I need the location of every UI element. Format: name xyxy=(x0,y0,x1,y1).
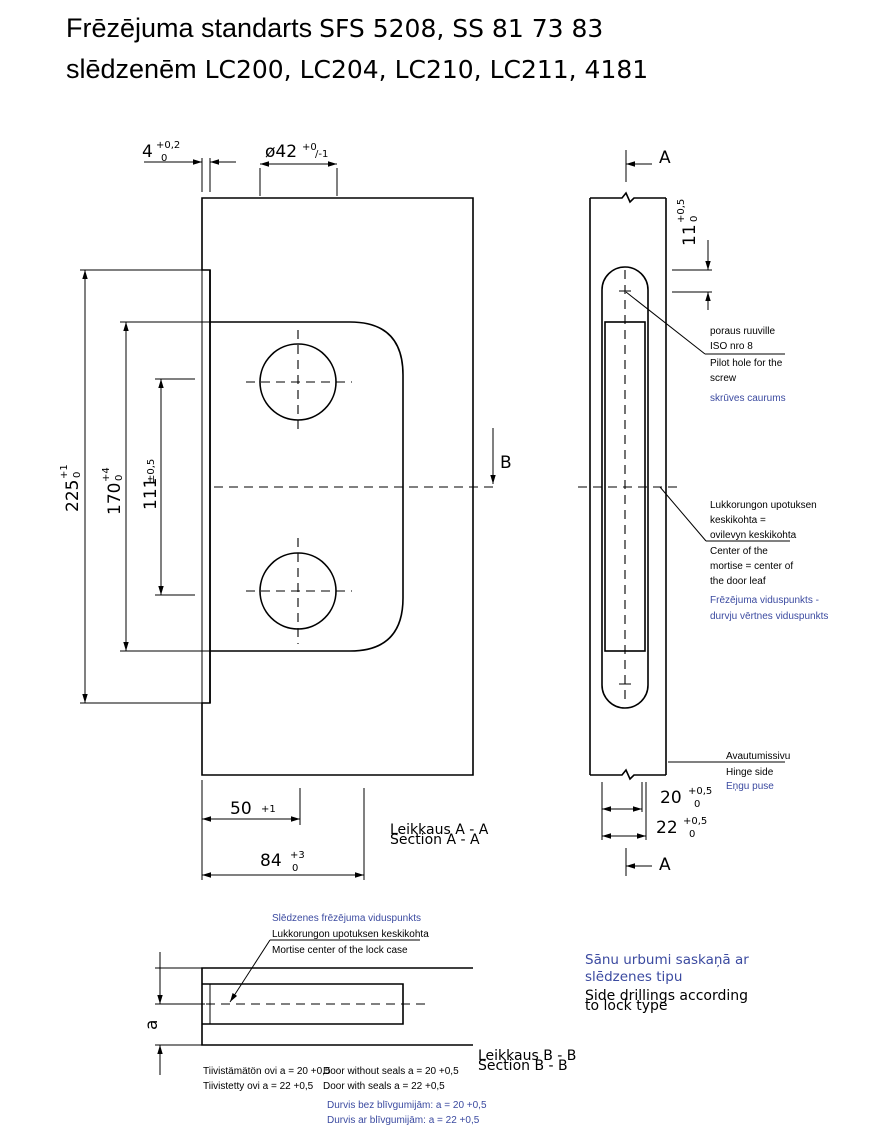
dim-50: 50 xyxy=(230,799,252,819)
dim-42-tol-low: /-1 xyxy=(315,149,328,160)
dim-11: 11 +0,5 0 xyxy=(676,199,700,246)
dim-42-tol-up: +0 xyxy=(302,142,317,153)
drillings-lv-1: Sānu urbumi saskaņā ar xyxy=(585,952,749,968)
dim-4-tol-up: +0,2 xyxy=(156,140,180,151)
center-note-2: keskikohta = xyxy=(710,515,766,526)
drillings-lv-2: slēdzenes tipu xyxy=(585,969,682,985)
drillings-en-2: to lock type xyxy=(585,998,668,1014)
pilot-note-1: poraus ruuville xyxy=(710,326,775,337)
door-profile xyxy=(201,967,473,1046)
svg-text:11: 11 xyxy=(680,224,700,246)
bb-note-fi: Lukkorungon upotuksen keskikohta xyxy=(272,929,429,940)
side-view: A A 11 +0,5 0 poraus ruuville ISO nro 8 … xyxy=(578,148,828,876)
hinge-note-1: Avautumissivu xyxy=(726,751,790,762)
dim-42: ø42 xyxy=(265,142,297,162)
pilot-note-3: Pilot hole for the xyxy=(710,358,783,369)
center-note-4: Center of the xyxy=(710,546,768,557)
svg-text:a: a xyxy=(142,1020,162,1030)
section-marker-a-top: A xyxy=(659,148,671,168)
drillings-en-1: Side drillings according xyxy=(585,988,748,1004)
section-marker-a-bottom: A xyxy=(659,855,671,875)
dim-4-tol-low: 0 xyxy=(161,153,167,164)
seal-en-1: Door without seals a = 20 +0,5 xyxy=(323,1066,459,1077)
section-aa-fi: Leikkaus A - A xyxy=(390,822,489,838)
section-bb-en: Section B - B xyxy=(478,1058,568,1074)
pilot-note-lv: skrūves caurums xyxy=(710,393,786,404)
section-aa-en: Section A - A xyxy=(390,832,480,848)
pilot-note-4: screw xyxy=(710,373,737,384)
svg-text:111: 111 xyxy=(141,478,161,510)
dim-111: 111 ±0,5 xyxy=(141,459,161,510)
svg-text:0: 0 xyxy=(72,472,83,478)
dim-20-tol-low: 0 xyxy=(694,799,700,810)
seal-lv-2: Durvis ar blīvgumijām: a = 22 +0,5 xyxy=(327,1115,480,1126)
side-drillings-note: Sānu urbumi saskaņā ar slēdzenes tipu Si… xyxy=(585,952,749,1014)
svg-text:0: 0 xyxy=(689,216,700,222)
center-note-5: mortise = center of xyxy=(710,561,793,572)
center-note-6: the door leaf xyxy=(710,576,766,587)
dim-22: 22 xyxy=(656,818,678,838)
svg-text:0: 0 xyxy=(114,475,125,481)
bb-note-lv: Slēdzenes frēzējuma viduspunkts xyxy=(272,913,421,924)
center-note-3: ovilevyn keskikohta xyxy=(710,530,797,541)
svg-text:225: 225 xyxy=(63,480,83,512)
mortise-slot xyxy=(601,266,649,709)
svg-text:+1: +1 xyxy=(59,464,70,479)
dim-170: 170 +4 0 xyxy=(101,467,125,515)
dim-50-tol: +1 xyxy=(261,804,276,815)
pilot-note-2: ISO nro 8 xyxy=(710,341,753,352)
center-note-lv-1: Frēzējuma viduspunkts - xyxy=(710,595,819,606)
seal-lv-1: Durvis bez blīvgumijām: a = 20 +0,5 xyxy=(327,1100,487,1111)
center-note-1: Lukkorungon upotuksen xyxy=(710,500,817,511)
dim-20: 20 xyxy=(660,788,682,808)
svg-text:+4: +4 xyxy=(101,467,112,482)
bb-note-en: Mortise center of the lock case xyxy=(272,945,408,956)
dim-84-tol-low: 0 xyxy=(292,863,298,874)
section-bb: Slēdzenes frēzējuma viduspunkts Lukkorun… xyxy=(142,913,576,1126)
hinge-note-2: Hinge side xyxy=(726,767,774,778)
seal-fi-2: Tiivistetty ovi a = 22 +0,5 xyxy=(203,1081,314,1092)
dim-84-tol-up: +3 xyxy=(290,850,305,861)
dim-22-tol-low: 0 xyxy=(689,829,695,840)
dim-225: 225 +1 0 xyxy=(59,464,83,512)
svg-text:±0,5: ±0,5 xyxy=(146,459,157,483)
seal-en-2: Door with seals a = 22 +0,5 xyxy=(323,1081,445,1092)
section-bb-fi: Leikkaus B - B xyxy=(478,1048,576,1064)
hinge-note-lv: Eņgu puse xyxy=(726,781,774,792)
dim-a: a xyxy=(142,1020,162,1030)
center-note-lv-2: durvju vērtnes viduspunkts xyxy=(710,611,828,622)
svg-text:170: 170 xyxy=(105,483,125,515)
svg-text:+0,5: +0,5 xyxy=(676,199,687,223)
seal-fi-1: Tiivistämätön ovi a = 20 +0,5 xyxy=(203,1066,331,1077)
dim-20-tol-up: +0,5 xyxy=(688,786,712,797)
dim-22-tol-up: +0,5 xyxy=(683,816,707,827)
section-marker-b: B xyxy=(500,453,512,473)
dim-84: 84 xyxy=(260,851,282,871)
front-view: B 4 +0,2 0 ø42 +0 /-1 225 +1 0 xyxy=(59,140,512,880)
dim-4: 4 xyxy=(142,142,153,162)
